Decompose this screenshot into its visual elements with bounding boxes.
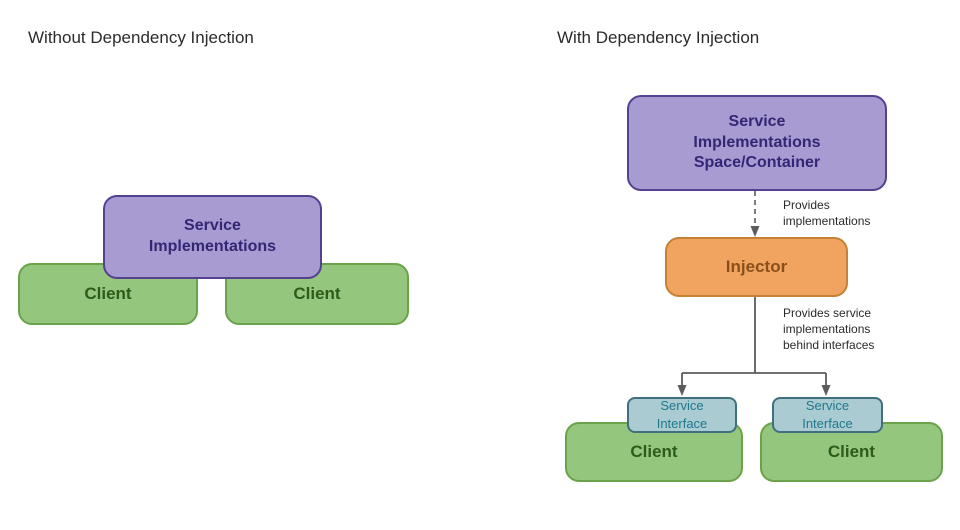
arrowhead-icon — [677, 385, 687, 396]
right-diagram-title: With Dependency Injection — [557, 28, 760, 47]
provides-service-label: Provides service implementations behind … — [783, 306, 875, 352]
service-interface-node-left: Service Interface — [627, 397, 737, 433]
edge-provides-implementations — [750, 191, 760, 237]
injector-node: Injector — [665, 237, 848, 297]
edge-provides-service — [677, 297, 831, 396]
service-implementations-node: Service Implementations — [103, 195, 322, 279]
service-implementations-container-node: Service Implementations Space/Container — [627, 95, 887, 191]
left-diagram-title: Without Dependency Injection — [28, 28, 254, 47]
arrowhead-icon — [750, 226, 760, 237]
arrowhead-icon — [821, 385, 831, 396]
service-interface-node-right: Service Interface — [772, 397, 883, 433]
provides-implementations-label: Provides implementations — [783, 198, 871, 228]
